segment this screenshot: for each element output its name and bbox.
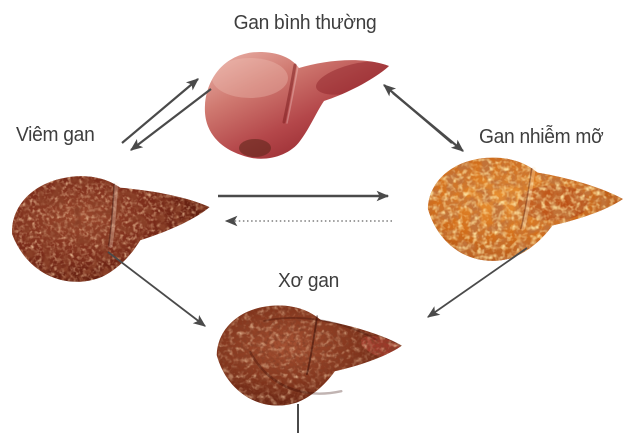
hepatitis-liver-illustration [7,164,216,288]
label-hepatitis: Viêm gan [16,124,95,146]
liver-notch-shadow [239,139,271,157]
arrow-hepatitis-to-normal [121,78,199,144]
arrow-fatty-to-cirrhosis [427,247,528,318]
lobe-fold-line [249,351,343,395]
normal-liver-illustration [204,51,390,159]
falciform-ligament-crease [282,63,297,124]
label-fatty-liver: Gan nhiễm mỡ [479,126,604,148]
arrows-layer [107,78,528,433]
label-normal-liver: Gan bình thường [233,12,377,34]
cirrhosis-liver-illustration [216,305,402,406]
liver-crease [306,315,319,376]
label-cirrhosis: Xơ gan [278,270,340,292]
liver-crease [521,166,536,231]
arrow-hepatitis-to-cirrhosis [107,251,206,327]
arrow-normal-to-hepatitis [130,88,212,151]
liver-crease [108,182,119,248]
gallbladder [137,244,160,257]
fatty-liver-illustration [427,157,623,261]
arrow-normal-to-fatty [392,92,464,152]
